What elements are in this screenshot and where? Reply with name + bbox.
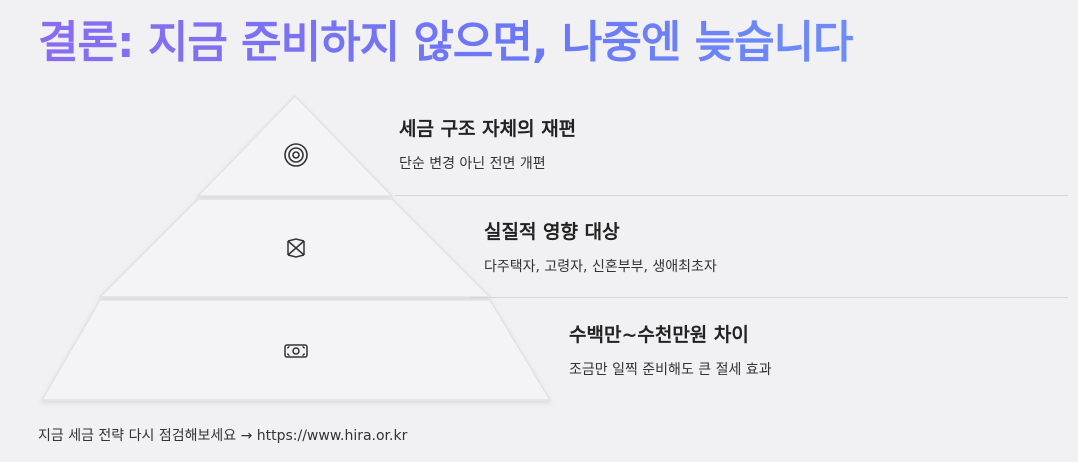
pyramid-tier-3: [40, 299, 552, 401]
envelope-icon: [283, 235, 309, 261]
pyramid-tier-1: [196, 94, 394, 197]
page-title: 결론: 지금 준비하지 않으면, 나중엔 늦습니다: [38, 6, 854, 70]
footer-link-text[interactable]: 지금 세금 전략 다시 점검해보세요 → https://www.hira.or…: [38, 428, 408, 444]
tier-1-description: 단순 변경 아닌 전면 개편: [399, 156, 546, 172]
tier-separator: [470, 297, 1068, 298]
tier-1-title: 세금 구조 자체의 재편: [399, 118, 577, 140]
tier-separator: [395, 195, 1068, 196]
target-icon: [283, 142, 309, 168]
tier-2-text: 실질적 영향 대상 다주택자, 고령자, 신혼부부, 생애최초자: [484, 217, 717, 276]
tier-3-title: 수백만~수천만원 차이: [569, 324, 749, 346]
tier-2-description: 다주택자, 고령자, 신혼부부, 생애최초자: [484, 259, 717, 275]
tier-3-text: 수백만~수천만원 차이 조금만 일찍 준비해도 큰 절세 효과: [569, 320, 772, 379]
tier-3-description: 조금만 일찍 준비해도 큰 절세 효과: [569, 362, 772, 378]
tier-2-title: 실질적 영향 대상: [484, 221, 620, 243]
money-icon: [283, 338, 309, 364]
tier-1-text: 세금 구조 자체의 재편 단순 변경 아닌 전면 개편: [399, 114, 576, 173]
